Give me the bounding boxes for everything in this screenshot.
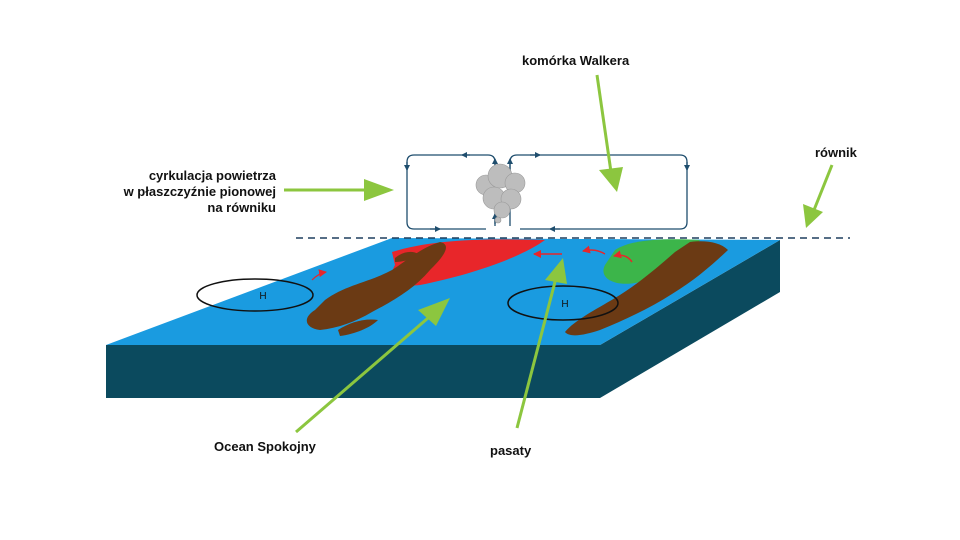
vertical-circulation-line-3: na równiku: [207, 200, 276, 215]
pointer-arrows: [284, 74, 834, 434]
trade-wind-arrow-3: [613, 250, 633, 263]
trade-wind-arrow-2: [582, 245, 606, 255]
vertical-circulation-label: cyrkulacja powietrza w płaszczyźnie pion…: [112, 168, 276, 216]
pointer-arrow-walker-cell-head: [599, 167, 623, 192]
pointer-arrow-equator-head: [803, 204, 823, 228]
pointer-arrow-equator: [812, 164, 834, 211]
cloud-icon: [475, 163, 526, 224]
pointer-arrow-walker-cell: [595, 74, 613, 173]
land-mass-east: [565, 241, 728, 336]
land-fragment-west-2: [395, 251, 418, 262]
pointer-arrow-ocean-head: [418, 298, 450, 326]
land-fragment-west: [338, 319, 378, 336]
walker-cell-label: komórka Walkera: [522, 53, 630, 68]
ocean-slab-side: [600, 240, 780, 398]
walker-cell-east-loop: [509, 154, 688, 230]
pressure-symbol-east: H: [561, 299, 568, 310]
land-mass-west: [306, 242, 446, 330]
vertical-circulation-line-2: w płaszczyźnie pionowej: [123, 184, 276, 199]
pointer-arrow-trade-winds: [515, 277, 558, 429]
ocean-slab-front: [106, 345, 600, 398]
pointer-arrow-vertical-circulation-head: [364, 179, 394, 201]
pressure-symbol-west: H: [259, 291, 266, 302]
trade-wind-arrow-4: [311, 269, 327, 281]
pointer-arrow-trade-winds-head: [545, 258, 567, 284]
walker-cell-west-loop: [406, 154, 496, 230]
equator-label: równik: [815, 145, 857, 160]
pressure-circle-east: [507, 285, 619, 321]
green-area: [603, 239, 700, 284]
pressure-circle-west: [196, 278, 314, 312]
pacific-ocean-label: Ocean Spokojny: [214, 439, 316, 454]
trade-winds-label: pasaty: [490, 443, 532, 458]
pointer-arrow-ocean: [295, 316, 429, 434]
vertical-circulation-line-1: cyrkulacja powietrza: [148, 168, 276, 183]
